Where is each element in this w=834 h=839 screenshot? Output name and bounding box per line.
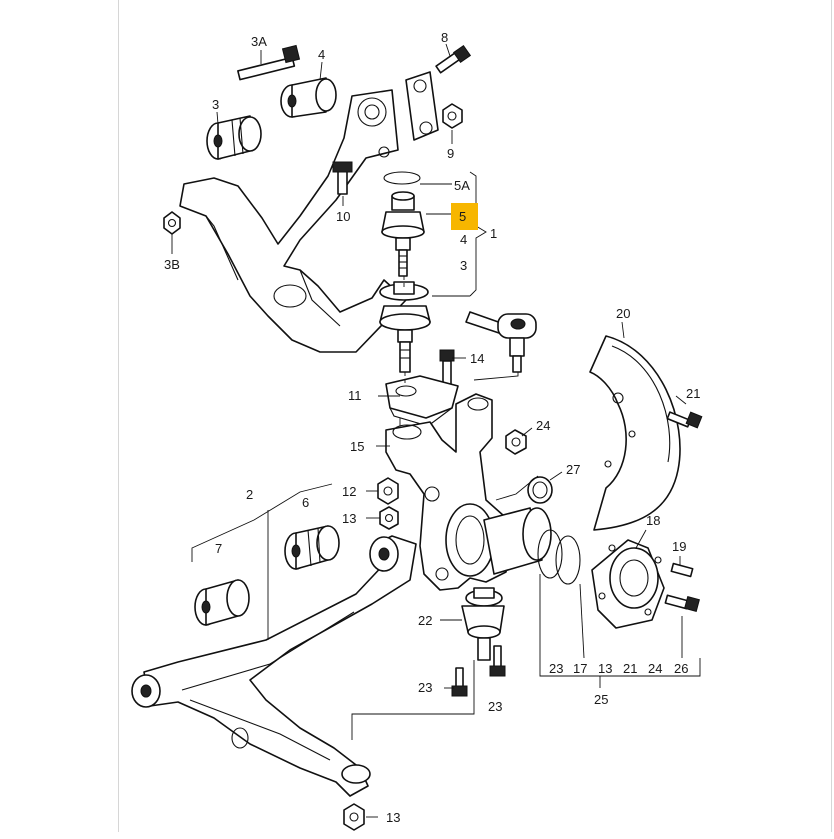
bolt-3a[interactable]	[237, 44, 301, 81]
callout-group-13: 13	[598, 661, 612, 676]
lower-ball-joint-3[interactable]	[379, 281, 431, 373]
page-border	[118, 0, 832, 832]
ball-joint-22[interactable]	[461, 587, 505, 661]
highlight-box-5	[451, 203, 478, 230]
group-bracket-2	[191, 483, 333, 640]
callout-group-24: 24	[648, 661, 662, 676]
callout-26: 26	[674, 661, 688, 676]
callout-3a: 3A	[251, 34, 267, 49]
callout-labels: 3A 4 8 3 9 10 5A 5 4 1 3 3B 14 11 20 21 …	[164, 30, 700, 825]
callout-13-upper: 13	[342, 511, 356, 526]
nut-13-upper[interactable]	[379, 506, 399, 530]
callout-21: 21	[686, 386, 700, 401]
circlip-5a[interactable]	[383, 171, 421, 185]
callout-3-lower: 3	[460, 258, 467, 273]
callout-3b: 3B	[164, 257, 180, 272]
callout-5: 5	[459, 209, 466, 224]
upper-control-arm[interactable]	[179, 89, 407, 353]
callout-group-17: 17	[573, 661, 587, 676]
mounting-bracket[interactable]	[405, 71, 439, 141]
nut-12[interactable]	[377, 477, 399, 505]
callout-group-21: 21	[623, 661, 637, 676]
bushing-7[interactable]	[194, 579, 250, 626]
callout-1: 1	[490, 226, 497, 241]
callout-5a: 5A	[454, 178, 470, 193]
bolt-21[interactable]	[666, 411, 703, 429]
bolt-8[interactable]	[435, 44, 472, 74]
nut-3b[interactable]	[163, 211, 181, 235]
callout-3-upper: 3	[212, 97, 219, 112]
nut-24[interactable]	[505, 429, 527, 455]
callout-7: 7	[215, 541, 222, 556]
wheel-bearing[interactable]	[483, 507, 552, 575]
callout-2: 2	[246, 487, 253, 502]
callout-15: 15	[350, 439, 364, 454]
callout-19: 19	[672, 539, 686, 554]
callout-9: 9	[447, 146, 454, 161]
wheel-stud-19[interactable]	[670, 562, 694, 578]
wheel-hub-18[interactable]	[591, 539, 665, 629]
callout-25: 25	[594, 692, 608, 707]
nut-13-lower[interactable]	[343, 803, 365, 831]
callout-14: 14	[470, 351, 484, 366]
splash-shield-20[interactable]	[589, 335, 681, 531]
nut-9[interactable]	[442, 103, 463, 129]
callout-24: 24	[536, 418, 550, 433]
bolt-26[interactable]	[664, 594, 700, 612]
callout-23-right: 23	[488, 699, 502, 714]
ball-joint-5[interactable]	[381, 191, 425, 277]
callout-11: 11	[348, 388, 362, 403]
plate-11[interactable]	[385, 375, 459, 427]
callout-18: 18	[646, 513, 660, 528]
callout-13-lower: 13	[386, 810, 400, 825]
leader-lines	[171, 43, 687, 818]
bolt-23-right[interactable]	[489, 645, 506, 677]
bushing-3[interactable]	[206, 115, 262, 160]
seal-27[interactable]	[527, 476, 553, 504]
callout-20: 20	[616, 306, 630, 321]
callout-6: 6	[302, 495, 309, 510]
assembly-axes	[351, 276, 701, 740]
lower-control-arm-2[interactable]	[131, 535, 417, 797]
circlip-17[interactable]	[537, 529, 581, 585]
callout-10: 10	[336, 209, 350, 224]
group-bracket-1	[432, 171, 487, 297]
bushing-6[interactable]	[284, 525, 340, 570]
callout-8: 8	[441, 30, 448, 45]
callout-4-lower: 4	[460, 232, 467, 247]
tie-rod-end[interactable]	[465, 311, 537, 373]
callout-23-left: 23	[418, 680, 432, 695]
bolt-10[interactable]	[332, 161, 353, 195]
callout-27: 27	[566, 462, 580, 477]
callout-12: 12	[342, 484, 356, 499]
callout-4-upper: 4	[318, 47, 325, 62]
callout-22: 22	[418, 613, 432, 628]
callout-group-23: 23	[549, 661, 563, 676]
bolt-23-left[interactable]	[451, 667, 468, 697]
